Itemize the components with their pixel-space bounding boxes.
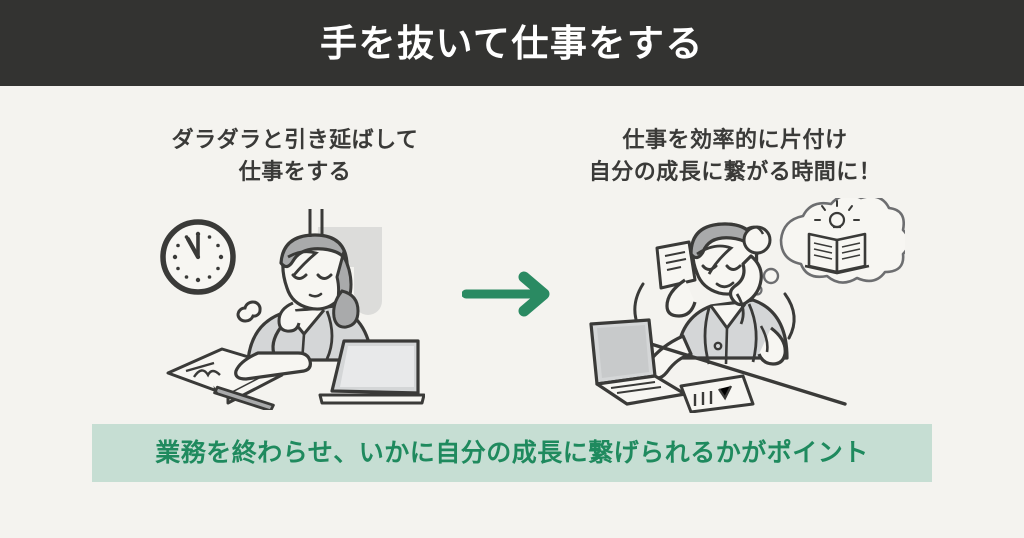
right-column-heading: 仕事を効率的に片付け 自分の成長に繋がる時間に！ <box>588 127 882 184</box>
woman-figure <box>644 222 789 380</box>
desk-document <box>679 374 755 414</box>
lightbulb-icon <box>814 200 860 229</box>
wall-clock-icon <box>160 219 236 295</box>
left-illustration-tired-woman <box>150 205 426 413</box>
summary-banner: 業務を終わらせ、いかに自分の成長に繋げられるかがポイント <box>92 424 932 482</box>
page-title: 手を抜いて仕事をする <box>320 22 704 64</box>
desk-edge <box>649 342 847 406</box>
laptop-icon <box>318 339 426 405</box>
reaching-arm <box>234 351 312 381</box>
left-column-heading: ダラダラと引き延ばして 仕事をする <box>171 127 419 184</box>
summary-banner-text: 業務を終わらせ、いかに自分の成長に繋げられるかがポイント <box>155 438 869 467</box>
open-book-icon <box>804 232 870 275</box>
header-bar: 手を抜いて仕事をする <box>0 0 1024 86</box>
right-illustration-efficient-woman <box>585 193 911 414</box>
laptop-icon <box>589 318 687 406</box>
sigh-puff-cloud <box>236 300 262 323</box>
held-document <box>655 240 697 290</box>
right-arrow-icon <box>461 268 558 320</box>
thought-bubble <box>751 193 911 296</box>
